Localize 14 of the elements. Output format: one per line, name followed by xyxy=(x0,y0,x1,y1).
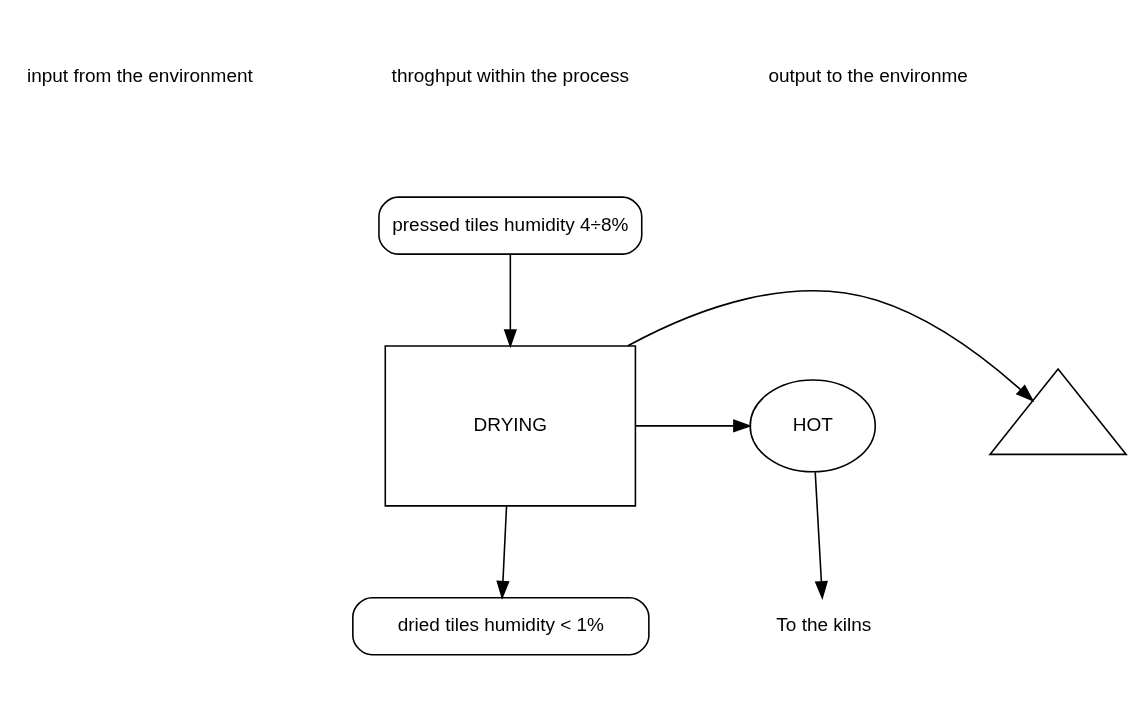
node-triangle xyxy=(988,367,1128,455)
node-text: To the kilns xyxy=(776,613,872,635)
arrow xyxy=(634,418,753,433)
arrow xyxy=(814,470,828,600)
node-box: pressed tiles humidity 4÷8% xyxy=(378,195,643,255)
arrow xyxy=(496,504,510,600)
label: throghput within the process xyxy=(391,64,630,86)
label: input from the environment xyxy=(26,64,253,86)
arrow xyxy=(503,252,517,348)
node-box: DRYING xyxy=(384,344,637,507)
label: output to the environme xyxy=(768,64,968,86)
node-ellipse: HOT xyxy=(749,378,877,473)
node-box: dried tiles humidity < 1% xyxy=(352,596,650,655)
arrow xyxy=(627,289,1035,402)
